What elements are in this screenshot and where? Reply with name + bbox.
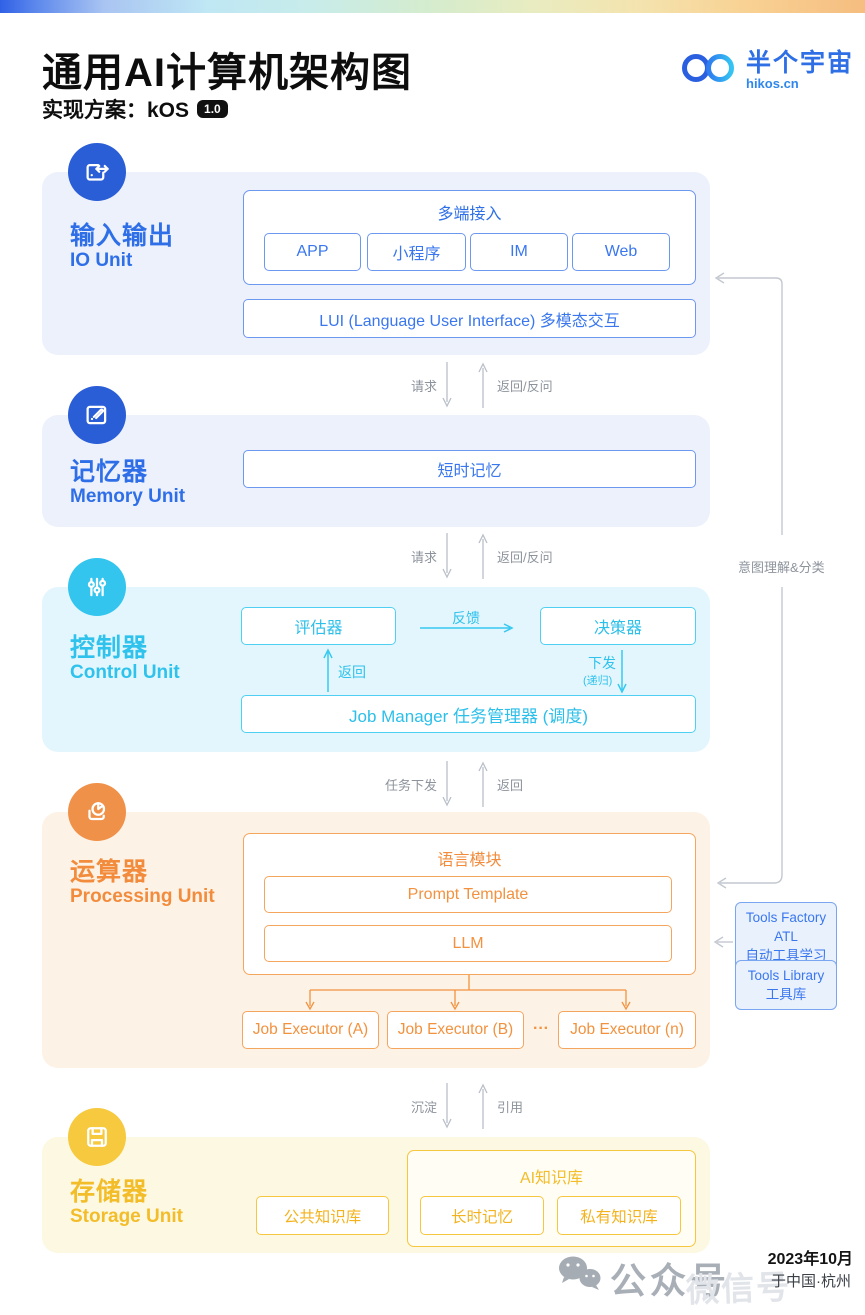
job-executor-a: Job Executor (A): [242, 1011, 379, 1049]
brand-logo: 半个宇宙 hikos.cn: [680, 48, 854, 93]
flow-io-memory: 请求 返回/反问: [0, 360, 865, 408]
recursive-label: (递归): [583, 675, 613, 687]
top-gradient-bar: [0, 0, 865, 13]
storage-unit-label-cn: 存储器: [70, 1178, 149, 1206]
memory-unit-icon: [68, 386, 126, 444]
feedback-label: 反馈: [452, 610, 480, 626]
flow-control-processing: 任务下发 返回: [0, 759, 865, 807]
subtitle: 实现方案：kOS 1.0: [42, 94, 228, 124]
wechat-icon: [554, 1252, 604, 1301]
channel-miniprogram: 小程序: [367, 233, 466, 271]
llm-box: LLM: [264, 925, 672, 962]
tools-factory-line2: ATL: [774, 929, 798, 944]
channel-app: APP: [264, 233, 361, 271]
page-title: 通用AI计算机架构图: [42, 51, 412, 95]
intent-label: 意图理解&分类: [738, 560, 825, 575]
tools-library-line1: Tools Library: [747, 968, 825, 983]
infinity-logo-icon: [680, 48, 738, 93]
flow-memory-control: 请求 返回/反问: [0, 531, 865, 579]
logo-name: 半个宇宙: [746, 49, 855, 77]
lui-box: LUI (Language User Interface) 多模态交互: [243, 299, 696, 338]
short-term-memory-box: 短时记忆: [243, 450, 696, 488]
tools-library-box: Tools Library 工具库: [735, 960, 837, 1010]
flow-down-label: 请求: [410, 379, 437, 394]
private-kb-box: 私有知识库: [557, 1196, 681, 1235]
processing-unit-label-cn: 运算器: [70, 858, 149, 886]
decider-box: 决策器: [540, 607, 696, 645]
control-arrows: [323, 623, 627, 694]
tools-factory-line3: 自动工具学习: [745, 948, 827, 963]
flow-down-label: 请求: [410, 550, 437, 565]
subtitle-text: 实现方案：kOS: [42, 99, 190, 122]
flow-up-label: 返回/反问: [497, 550, 553, 565]
language-module-title: 语言模块: [437, 852, 502, 869]
channel-im: IM: [470, 233, 568, 271]
dispatch-label: 下发: [588, 655, 616, 671]
job-executor-b: Job Executor (B): [387, 1011, 524, 1049]
io-unit-icon: [68, 143, 126, 201]
io-unit-label-cn: 输入输出: [70, 222, 175, 250]
control-unit-label-cn: 控制器: [70, 634, 149, 662]
job-manager-box: Job Manager 任务管理器 (调度): [241, 695, 696, 733]
footer-location: 于中国·杭州: [771, 1273, 851, 1290]
prompt-template-box: Prompt Template: [264, 876, 672, 913]
version-badge: 1.0: [197, 100, 228, 118]
flow-down-label: 沉淀: [410, 1100, 437, 1115]
flow-processing-storage: 沉淀 引用: [0, 1081, 865, 1129]
return-label: 返回: [338, 664, 366, 680]
footer-date: 2023年10月: [767, 1251, 853, 1268]
long-term-memory-box: 长时记忆: [420, 1196, 544, 1235]
memory-unit-label-en: Memory Unit: [70, 486, 186, 507]
tools-library-line2: 工具库: [765, 987, 807, 1002]
flow-up-label: 引用: [497, 1100, 524, 1115]
intent-feedback-rail: [713, 272, 783, 948]
processing-unit-icon: [68, 783, 126, 841]
tools-factory-box: Tools Factory ATL 自动工具学习: [735, 902, 837, 971]
multi-access-title: 多端接入: [437, 206, 502, 223]
logo-domain: hikos.cn: [746, 76, 799, 91]
ai-kb-title: AI知识库: [519, 1170, 584, 1187]
io-unit-label-en: IO Unit: [70, 250, 133, 271]
executor-connector: [305, 975, 631, 1011]
control-unit-icon: [68, 558, 126, 616]
storage-unit-label-en: Storage Unit: [70, 1206, 183, 1227]
public-kb-box: 公共知识库: [256, 1196, 389, 1235]
control-unit-label-en: Control Unit: [70, 662, 180, 683]
memory-unit-label-cn: 记忆器: [70, 458, 149, 486]
executor-ellipsis: ···: [533, 1020, 549, 1037]
job-executor-n: Job Executor (n): [558, 1011, 696, 1049]
processing-unit-label-en: Processing Unit: [70, 886, 215, 907]
flow-down-label: 任务下发: [384, 778, 437, 793]
evaluator-box: 评估器: [241, 607, 396, 645]
storage-unit-icon: [68, 1108, 126, 1166]
channel-web: Web: [572, 233, 670, 271]
flow-up-label: 返回: [497, 778, 524, 793]
footer-account-label: 公众号: [610, 1260, 731, 1301]
tools-factory-line1: Tools Factory: [745, 910, 827, 925]
flow-up-label: 返回/反问: [497, 379, 553, 394]
